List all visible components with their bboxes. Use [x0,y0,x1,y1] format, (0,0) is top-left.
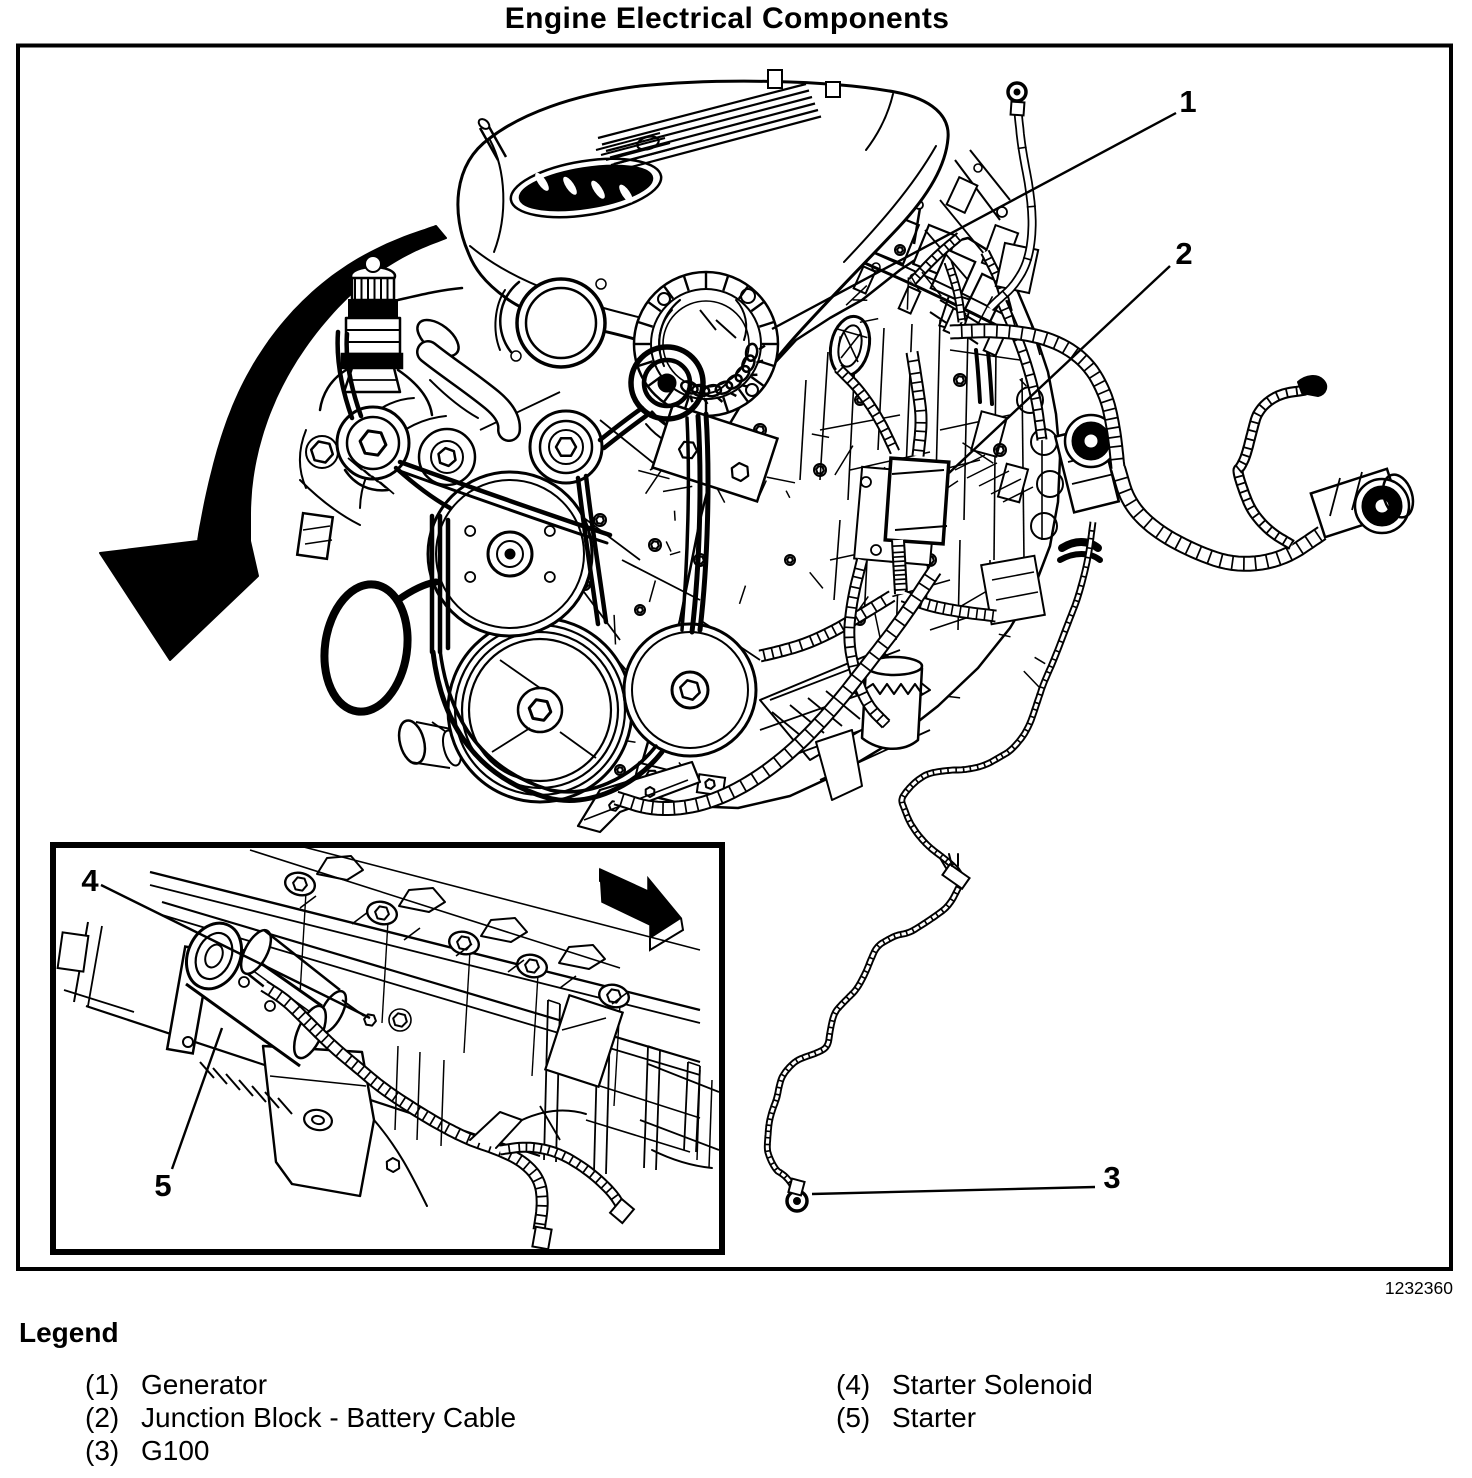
svg-text:5: 5 [154,1168,171,1203]
svg-text:4: 4 [81,863,99,898]
svg-text:1: 1 [1179,84,1196,119]
svg-text:2: 2 [1175,236,1192,271]
svg-text:1232360: 1232360 [1385,1278,1453,1298]
svg-text:3: 3 [1103,1160,1120,1195]
